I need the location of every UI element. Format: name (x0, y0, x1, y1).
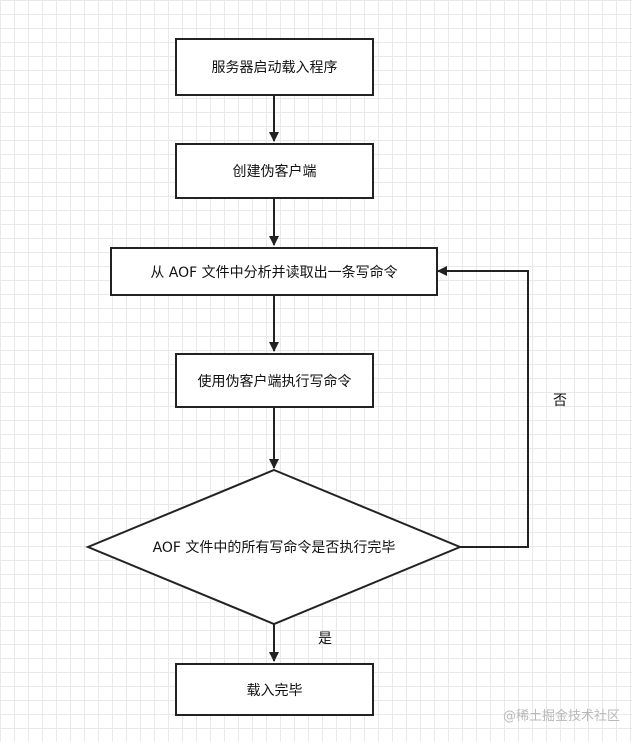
step-read-command-box: 从 AOF 文件中分析并读取出一条写命令 (110, 247, 438, 296)
step-execute-label: 使用伪客户端执行写命令 (197, 373, 352, 390)
step-read-command-label: 从 AOF 文件中分析并读取出一条写命令 (150, 264, 398, 281)
step-finish-label: 载入完毕 (246, 682, 303, 699)
branch-no-label: 否 (553, 393, 567, 409)
step-start-label: 服务器启动载入程序 (211, 60, 338, 76)
arrow-decision-loop-back (437, 266, 529, 548)
step-finish-box: 载入完毕 (175, 663, 374, 716)
decision-label: AOF 文件中的所有写命令是否执行完毕 (152, 540, 396, 556)
branch-yes-label: 是 (318, 631, 332, 647)
step-create-client-label: 创建伪客户端 (232, 164, 317, 180)
step-start-box: 服务器启动载入程序 (175, 38, 374, 96)
watermark-text: @稀土掘金技术社区 (502, 709, 620, 724)
step-execute-box: 使用伪客户端执行写命令 (175, 353, 374, 408)
step-create-client-box: 创建伪客户端 (175, 143, 374, 199)
